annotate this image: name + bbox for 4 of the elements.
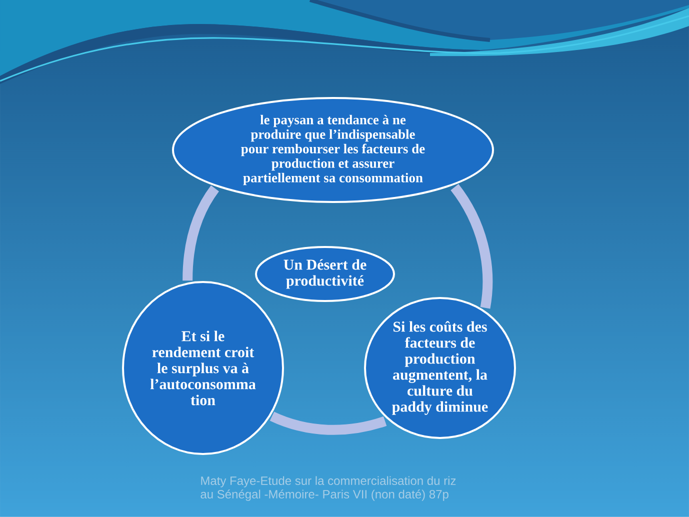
arc-connector [182,186,220,281]
source-note: Maty Faye-Etude sur la commercialisation du riz au Sénégal -Mémoire- Paris VII (non daté) 87p [200,476,456,501]
arc-connector [450,184,493,309]
arc-connector [270,412,387,435]
